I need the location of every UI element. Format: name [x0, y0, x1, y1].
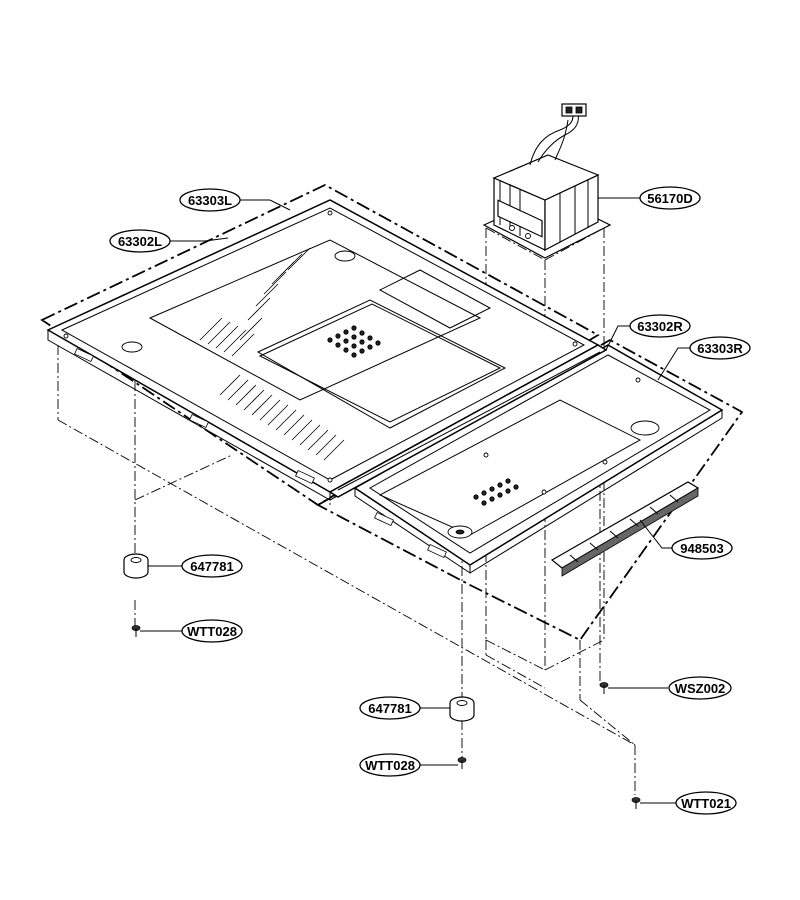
callout-WTT021: WTT021 [675, 791, 737, 815]
callout-647781-center: 647781 [359, 696, 421, 720]
svg-text:647781: 647781 [368, 701, 411, 716]
callout-948503: 948503 [671, 536, 733, 560]
callout-leaders [140, 197, 690, 804]
callout-647781-left: 647781 [181, 554, 243, 578]
transformer [482, 103, 612, 259]
hole-grid-left [327, 325, 381, 358]
screw-wtt021 [631, 797, 641, 809]
right-base-panel [353, 344, 724, 574]
svg-text:647781: 647781 [190, 559, 233, 574]
svg-text:WTT021: WTT021 [681, 796, 731, 811]
svg-text:948503: 948503 [680, 541, 723, 556]
callout-56170D: 56170D [639, 186, 701, 210]
left-base-panel [46, 199, 600, 501]
svg-text:63302L: 63302L [118, 234, 162, 249]
svg-text:63303R: 63303R [697, 341, 743, 356]
svg-text:WSZ002: WSZ002 [675, 681, 726, 696]
callout-63302L: 63302L [109, 229, 171, 253]
callout-63302R: 63302R [629, 314, 691, 338]
foot-left [123, 553, 149, 579]
vent-slots-left [199, 247, 345, 461]
callout-WSZ002: WSZ002 [668, 676, 732, 700]
hole-grid-right [473, 478, 519, 506]
callout-WTT028-center: WTT028 [359, 753, 421, 777]
callout-63303L: 63303L [179, 188, 241, 212]
foam-strip [550, 481, 700, 577]
callout-63303R: 63303R [689, 336, 751, 360]
foot-center [449, 696, 475, 722]
svg-text:56170D: 56170D [647, 191, 693, 206]
screw-wsz002 [599, 682, 609, 694]
svg-text:WTT028: WTT028 [365, 758, 415, 773]
assembly-outline-left [40, 183, 600, 507]
callout-WTT028-left: WTT028 [181, 619, 243, 643]
screw-left [131, 625, 141, 637]
svg-text:WTT028: WTT028 [187, 624, 237, 639]
screw-center [457, 757, 467, 769]
svg-text:63302R: 63302R [637, 319, 683, 334]
svg-text:63303L: 63303L [188, 193, 232, 208]
